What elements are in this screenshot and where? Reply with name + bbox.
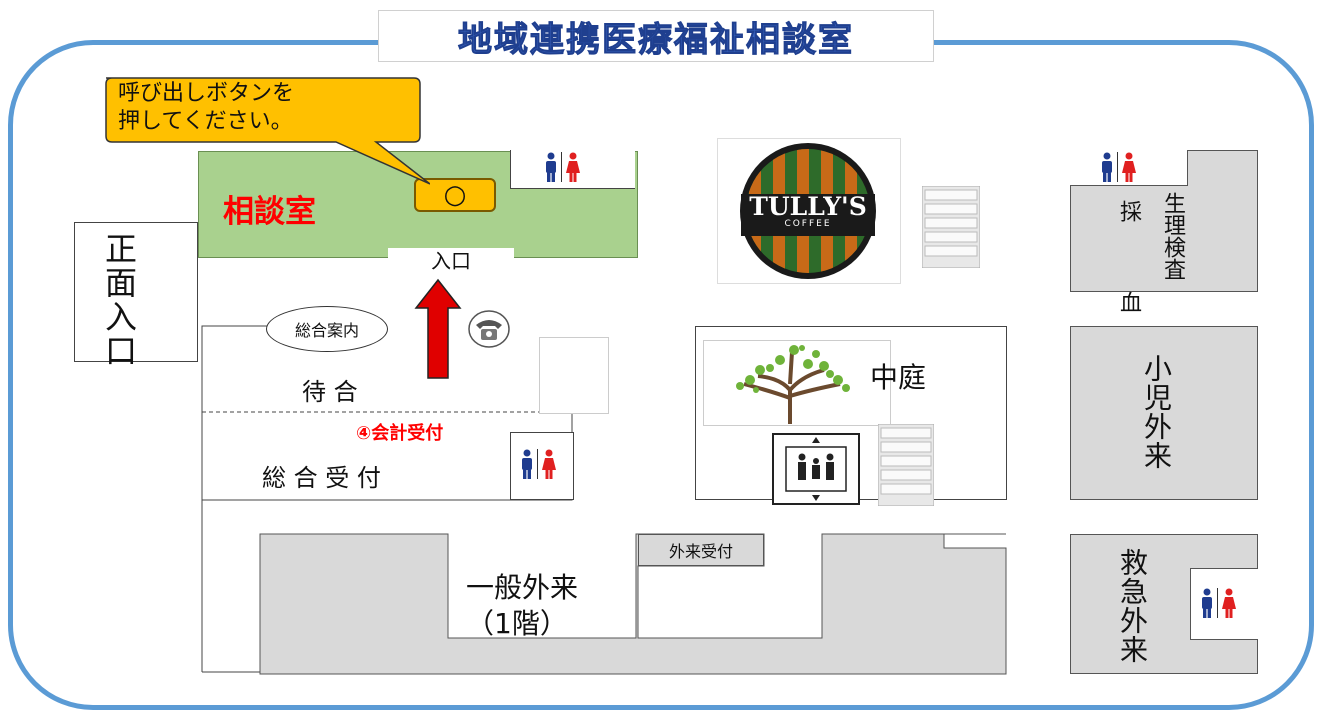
elevator-icon bbox=[772, 433, 860, 505]
front-entrance-label: 正面入口 bbox=[100, 232, 138, 368]
callout-text: 呼び出しボタンを 押してください。 bbox=[118, 80, 294, 136]
man-icon bbox=[1202, 588, 1212, 618]
woman-icon bbox=[542, 449, 556, 479]
restroom-consult bbox=[544, 152, 581, 182]
outpatient-label: 一般外来 （1階） bbox=[466, 570, 578, 642]
cafe-subtitle: COFFEE bbox=[784, 219, 832, 229]
waiting-area-label: 待 合 bbox=[302, 378, 358, 406]
woman-icon bbox=[566, 152, 580, 182]
consult-entrance-label: 入口 bbox=[388, 248, 514, 273]
woman-icon bbox=[1122, 152, 1136, 182]
info-desk: 総合案内 bbox=[266, 306, 388, 352]
blood-draw-label: 採 血 bbox=[1116, 200, 1141, 335]
callout-bubble bbox=[105, 77, 430, 185]
man-icon bbox=[546, 152, 556, 182]
page-title: 地域連携医療福祉相談室 bbox=[458, 19, 854, 60]
front-entrance-area bbox=[74, 222, 198, 362]
direction-arrow-icon bbox=[414, 278, 462, 379]
restroom-reception bbox=[520, 449, 557, 479]
consultation-room-label: 相談室 bbox=[223, 194, 316, 230]
cashier-label: ④会計受付 bbox=[356, 423, 444, 444]
tree-icon bbox=[736, 345, 850, 424]
pediatrics-label: 小児外来 bbox=[1140, 354, 1173, 470]
blank-panel bbox=[539, 337, 609, 414]
callout-line-2: 押してください。 bbox=[118, 109, 293, 134]
restroom-emergency bbox=[1200, 588, 1237, 618]
restroom-blood bbox=[1100, 152, 1137, 182]
stairs-icon bbox=[922, 186, 980, 268]
callout-line-1: 呼び出しボタンを bbox=[118, 81, 295, 106]
physiology-label: 生理検査 bbox=[1160, 192, 1185, 280]
reception-label: 総 合 受 付 bbox=[262, 464, 381, 492]
outpatient-reception-label: 外来受付 bbox=[638, 534, 764, 566]
emergency-label: 救急外来 bbox=[1116, 548, 1149, 664]
title-banner: 地域連携医療福祉相談室 bbox=[378, 10, 934, 62]
man-icon bbox=[522, 449, 532, 479]
cafe-logo-icon bbox=[740, 143, 876, 279]
courtyard-label: 中庭 bbox=[870, 361, 927, 394]
pediatrics-area bbox=[1070, 326, 1258, 500]
man-icon bbox=[1102, 152, 1112, 182]
outpatient-line-2: （1階） bbox=[466, 607, 568, 640]
stairs-icon bbox=[878, 424, 934, 506]
cafe-name: TULLY'S bbox=[749, 192, 867, 221]
outpatient-line-1: 一般外来 bbox=[466, 571, 579, 604]
phone-icon bbox=[468, 310, 510, 348]
woman-icon bbox=[1222, 588, 1236, 618]
